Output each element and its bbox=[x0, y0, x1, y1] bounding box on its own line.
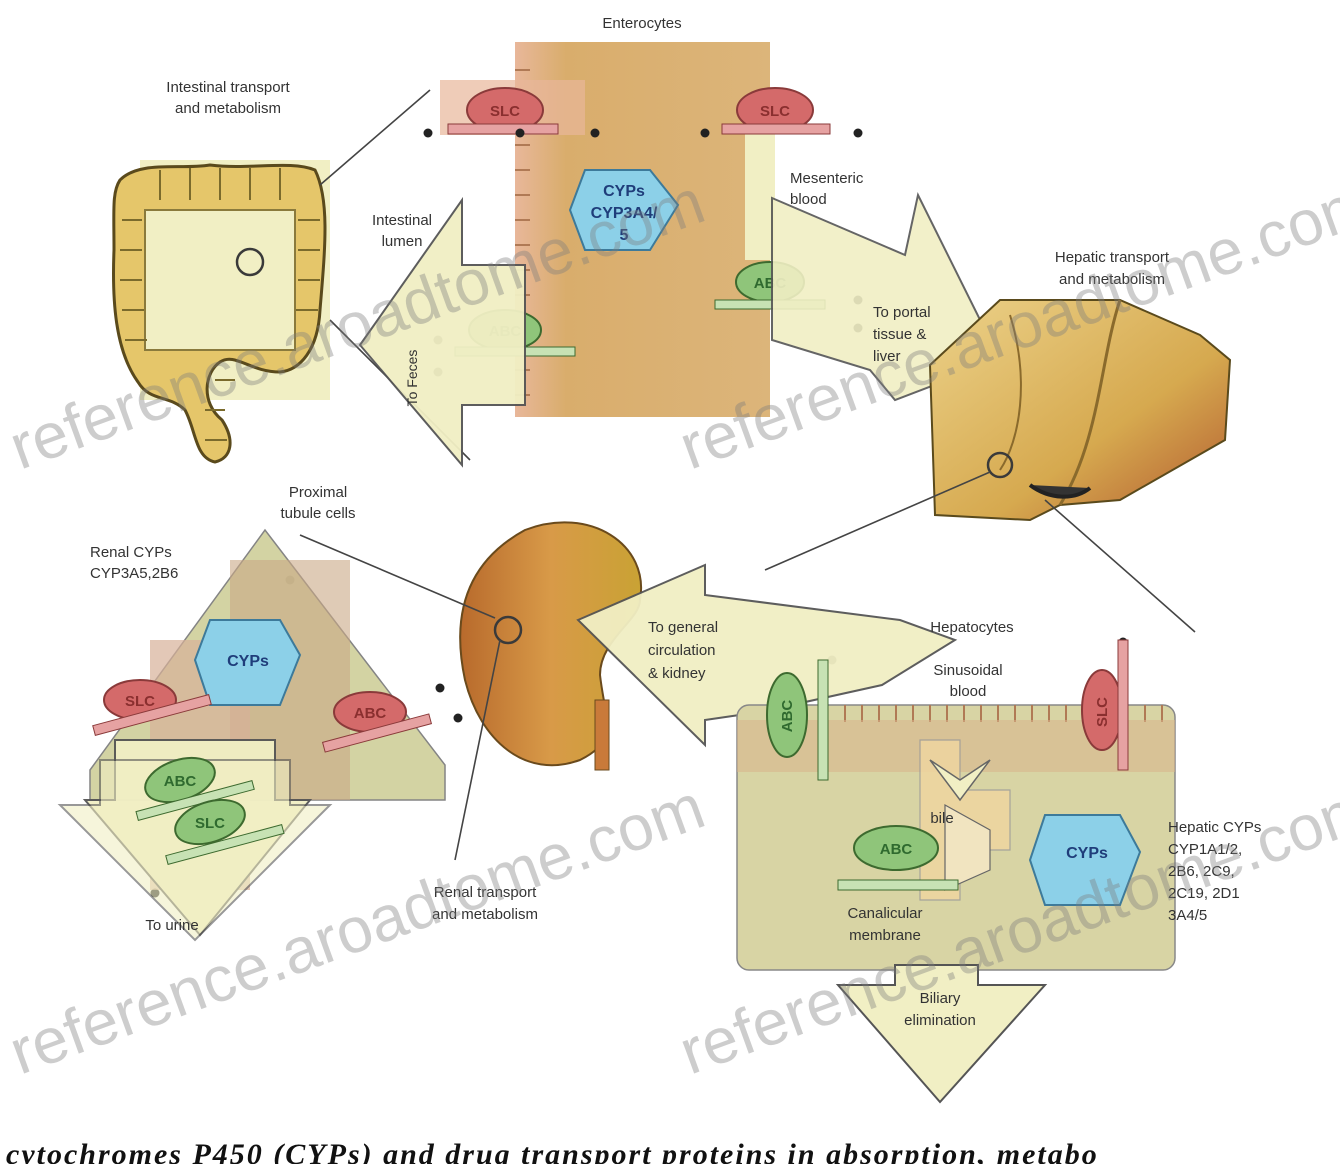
intestinal-lumen-line1: Intestinal bbox=[372, 212, 432, 229]
mesenteric-blood-line1: Mesenteric bbox=[790, 170, 864, 187]
bile-label: bile bbox=[930, 810, 953, 827]
to-general-line3: & kidney bbox=[648, 665, 706, 682]
hepatocytes-label: Hepatocytes bbox=[930, 619, 1013, 636]
cyps-label: CYPs bbox=[1066, 845, 1108, 862]
to-portal-line1: To portal bbox=[873, 304, 931, 321]
cyps-enzyme-kidney: CYPs bbox=[195, 620, 300, 705]
to-general-line2: circulation bbox=[648, 642, 716, 659]
renal-cyps-line1: Renal CYPs bbox=[90, 544, 172, 561]
enterocytes-label: Enterocytes bbox=[602, 15, 681, 32]
slc-label: SLC bbox=[760, 103, 790, 120]
figure-caption: cytochromes P450 (CYPs) and drug transpo… bbox=[0, 1140, 1340, 1164]
sinusoidal-blood-line2: blood bbox=[950, 683, 987, 700]
intestinal-transport-line2: and metabolism bbox=[175, 100, 281, 117]
biliary-line2: elimination bbox=[904, 1012, 976, 1029]
to-urine-label: To urine bbox=[145, 917, 198, 934]
abc-label: ABC bbox=[779, 700, 796, 733]
proximal-tubule-line2: tubule cells bbox=[280, 505, 355, 522]
slc-label: SLC bbox=[125, 693, 155, 710]
slc-label: SLC bbox=[1094, 697, 1111, 727]
to-general-line1: To general bbox=[648, 619, 718, 636]
slc-label: SLC bbox=[490, 103, 520, 120]
renal-cyps-line2: CYP3A5,2B6 bbox=[90, 565, 178, 582]
proximal-tubule-line1: Proximal bbox=[289, 484, 347, 501]
slc-label: SLC bbox=[195, 815, 225, 832]
abc-label: ABC bbox=[164, 773, 197, 790]
abc-label: ABC bbox=[880, 841, 913, 858]
abc-label: ABC bbox=[354, 705, 387, 722]
to-feces-label: To Feces bbox=[404, 350, 420, 407]
intestinal-transport-line1: Intestinal transport bbox=[166, 79, 290, 96]
mesenteric-blood-line2: blood bbox=[790, 191, 827, 208]
canalicular-line1: Canalicular bbox=[847, 905, 922, 922]
intestinal-lumen-line2: lumen bbox=[382, 233, 423, 250]
cyps-label: CYPs bbox=[227, 653, 269, 670]
sinusoidal-blood-line1: Sinusoidal bbox=[933, 662, 1002, 679]
